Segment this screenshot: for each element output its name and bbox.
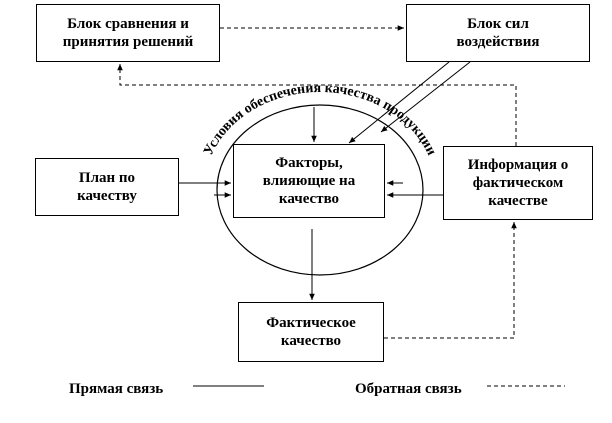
arrow-forces-to-factors-1	[348, 61, 450, 144]
impact-forces-block: Блок сил воздействия	[406, 4, 590, 62]
conditions-ellipse	[216, 104, 424, 276]
legend-feedback-label: Обратная связь	[355, 381, 462, 397]
actual-quality-info-block: Информация о фактическом качестве	[443, 146, 593, 220]
arrow-forces-to-factors-2	[380, 61, 471, 133]
feedback-info-to-compare	[117, 64, 517, 146]
quality-plan-block: План по качеству	[35, 158, 179, 216]
legend-direct-label: Прямая связь	[69, 381, 164, 397]
quality-factors-block: Факторы, влияющие на качество	[233, 144, 385, 218]
feedback-actual-to-info	[384, 222, 517, 339]
compare-decision-block: Блок сравнения и принятия решений	[36, 4, 220, 62]
actual-quality-block: Фактическое качество	[238, 302, 384, 362]
